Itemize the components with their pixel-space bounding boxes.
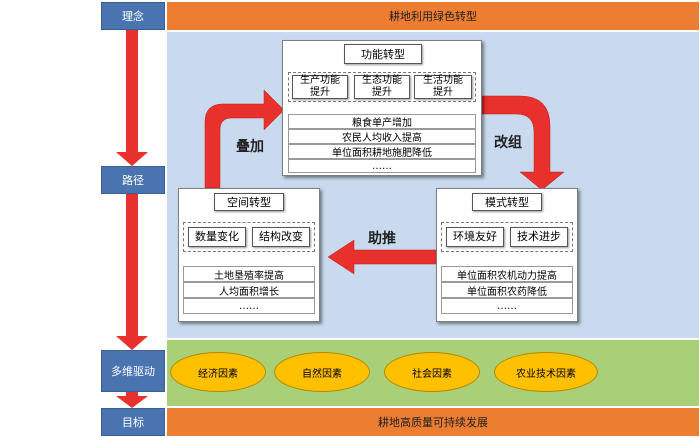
reorganize-arrow xyxy=(481,95,565,191)
ecology-function-box: 生态功能 提升 xyxy=(354,75,410,99)
mode-title: 模式转型 xyxy=(472,193,542,211)
boost-arrow xyxy=(327,239,437,275)
concept-band: 耕地利用绿色转型 xyxy=(167,2,699,30)
mode-row-2: 单位面积农药降低 xyxy=(441,282,573,298)
social-factor: 社会因素 xyxy=(384,352,480,392)
mode-row-3: …… xyxy=(441,298,573,314)
quantity-change-box: 数量变化 xyxy=(188,227,246,247)
goal-label: 目标 xyxy=(101,408,165,436)
reorganize-label: 改组 xyxy=(494,135,522,151)
goal-band: 耕地高质量可持续发展 xyxy=(167,408,699,436)
function-subs-group xyxy=(288,72,476,102)
concept-label: 理念 xyxy=(101,2,165,30)
driver-label: 多维驱动 xyxy=(101,350,165,392)
technology-progress-box: 技术进步 xyxy=(510,227,568,247)
environment-friendly-box: 环境友好 xyxy=(446,227,504,247)
boost-label: 助推 xyxy=(368,231,396,247)
structure-change-box: 结构改变 xyxy=(252,227,310,247)
left-arrow-head-3 xyxy=(116,396,148,408)
mode-row-1: 单位面积农机动力提高 xyxy=(441,266,573,282)
production-function-box: 生产功能 提升 xyxy=(292,75,348,99)
natural-factor: 自然因素 xyxy=(274,352,370,392)
path-label: 路径 xyxy=(101,166,165,194)
left-arrow-head-2 xyxy=(116,336,148,350)
function-row-2: 农民人均收入提高 xyxy=(288,129,476,144)
space-row-1: 土地垦殖率提高 xyxy=(183,266,315,282)
left-arrow-shaft-2 xyxy=(126,194,138,338)
space-row-2: 人均面积增长 xyxy=(183,282,315,298)
living-function-box: 生活功能 提升 xyxy=(414,75,472,99)
function-row-3: 单位面积耕地施肥降低 xyxy=(288,144,476,159)
mode-subs-group xyxy=(441,222,573,252)
overlay-label: 叠加 xyxy=(236,139,264,155)
function-row-1: 粮食单产增加 xyxy=(288,114,476,129)
left-arrow-shaft-1 xyxy=(126,30,138,154)
space-row-3: …… xyxy=(183,298,315,314)
space-title: 空间转型 xyxy=(214,193,284,211)
function-title: 功能转型 xyxy=(344,44,422,64)
economic-factor: 经济因素 xyxy=(170,352,266,392)
function-row-4: …… xyxy=(288,159,476,173)
space-subs-group xyxy=(183,222,315,252)
left-arrow-head-1 xyxy=(116,152,148,166)
overlay-arrow xyxy=(204,89,285,189)
left-arrow-shaft-3 xyxy=(126,392,138,398)
agri-tech-factor: 农业技术因素 xyxy=(494,352,598,392)
